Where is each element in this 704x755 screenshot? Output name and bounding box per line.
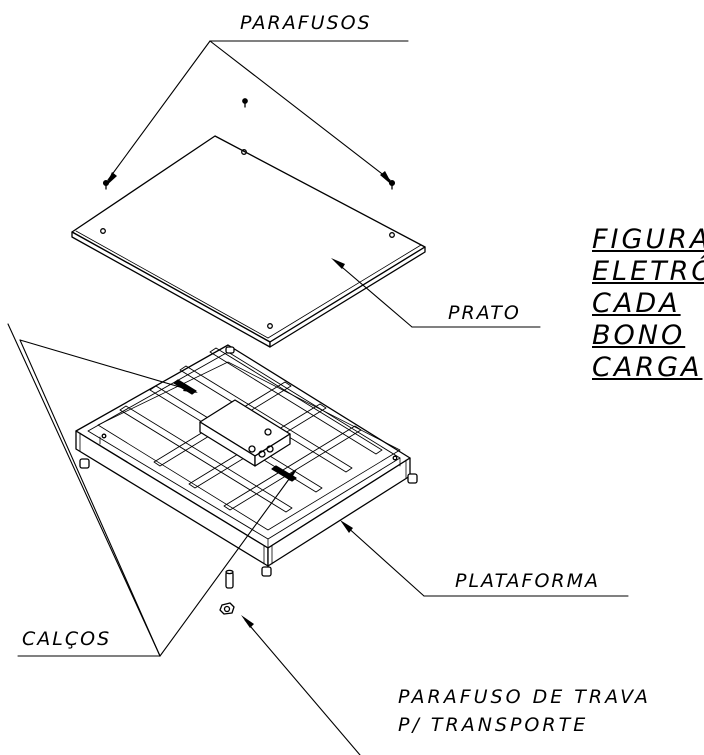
label-parafuso-trava-line1: PARAFUSO DE TRAVA	[398, 686, 651, 708]
label-calcos: CALÇOS	[22, 628, 112, 650]
note-line-5: CARGA	[592, 352, 703, 383]
note-line-2: ELETRÔ	[592, 256, 704, 287]
label-prato: PRATO	[448, 302, 521, 324]
label-plataforma: PLATAFORMA	[455, 570, 600, 592]
transport-lock-nut	[219, 602, 235, 615]
note-line-1: FIGURA	[592, 224, 704, 255]
note-line-4: BONO	[592, 320, 686, 351]
loose-screw-left	[102, 179, 110, 190]
label-parafuso-trava-line2: P/ TRANSPORTE	[398, 714, 589, 736]
prato-plate	[71, 135, 426, 348]
transport-lock-screw	[225, 569, 234, 589]
leader-lines	[7, 40, 629, 755]
arrowheads	[106, 171, 393, 628]
label-parafusos: PARAFUSOS	[240, 12, 372, 34]
plataforma-frame	[75, 344, 418, 577]
note-line-3: CADA	[592, 288, 681, 319]
loose-screw-top	[242, 98, 248, 108]
